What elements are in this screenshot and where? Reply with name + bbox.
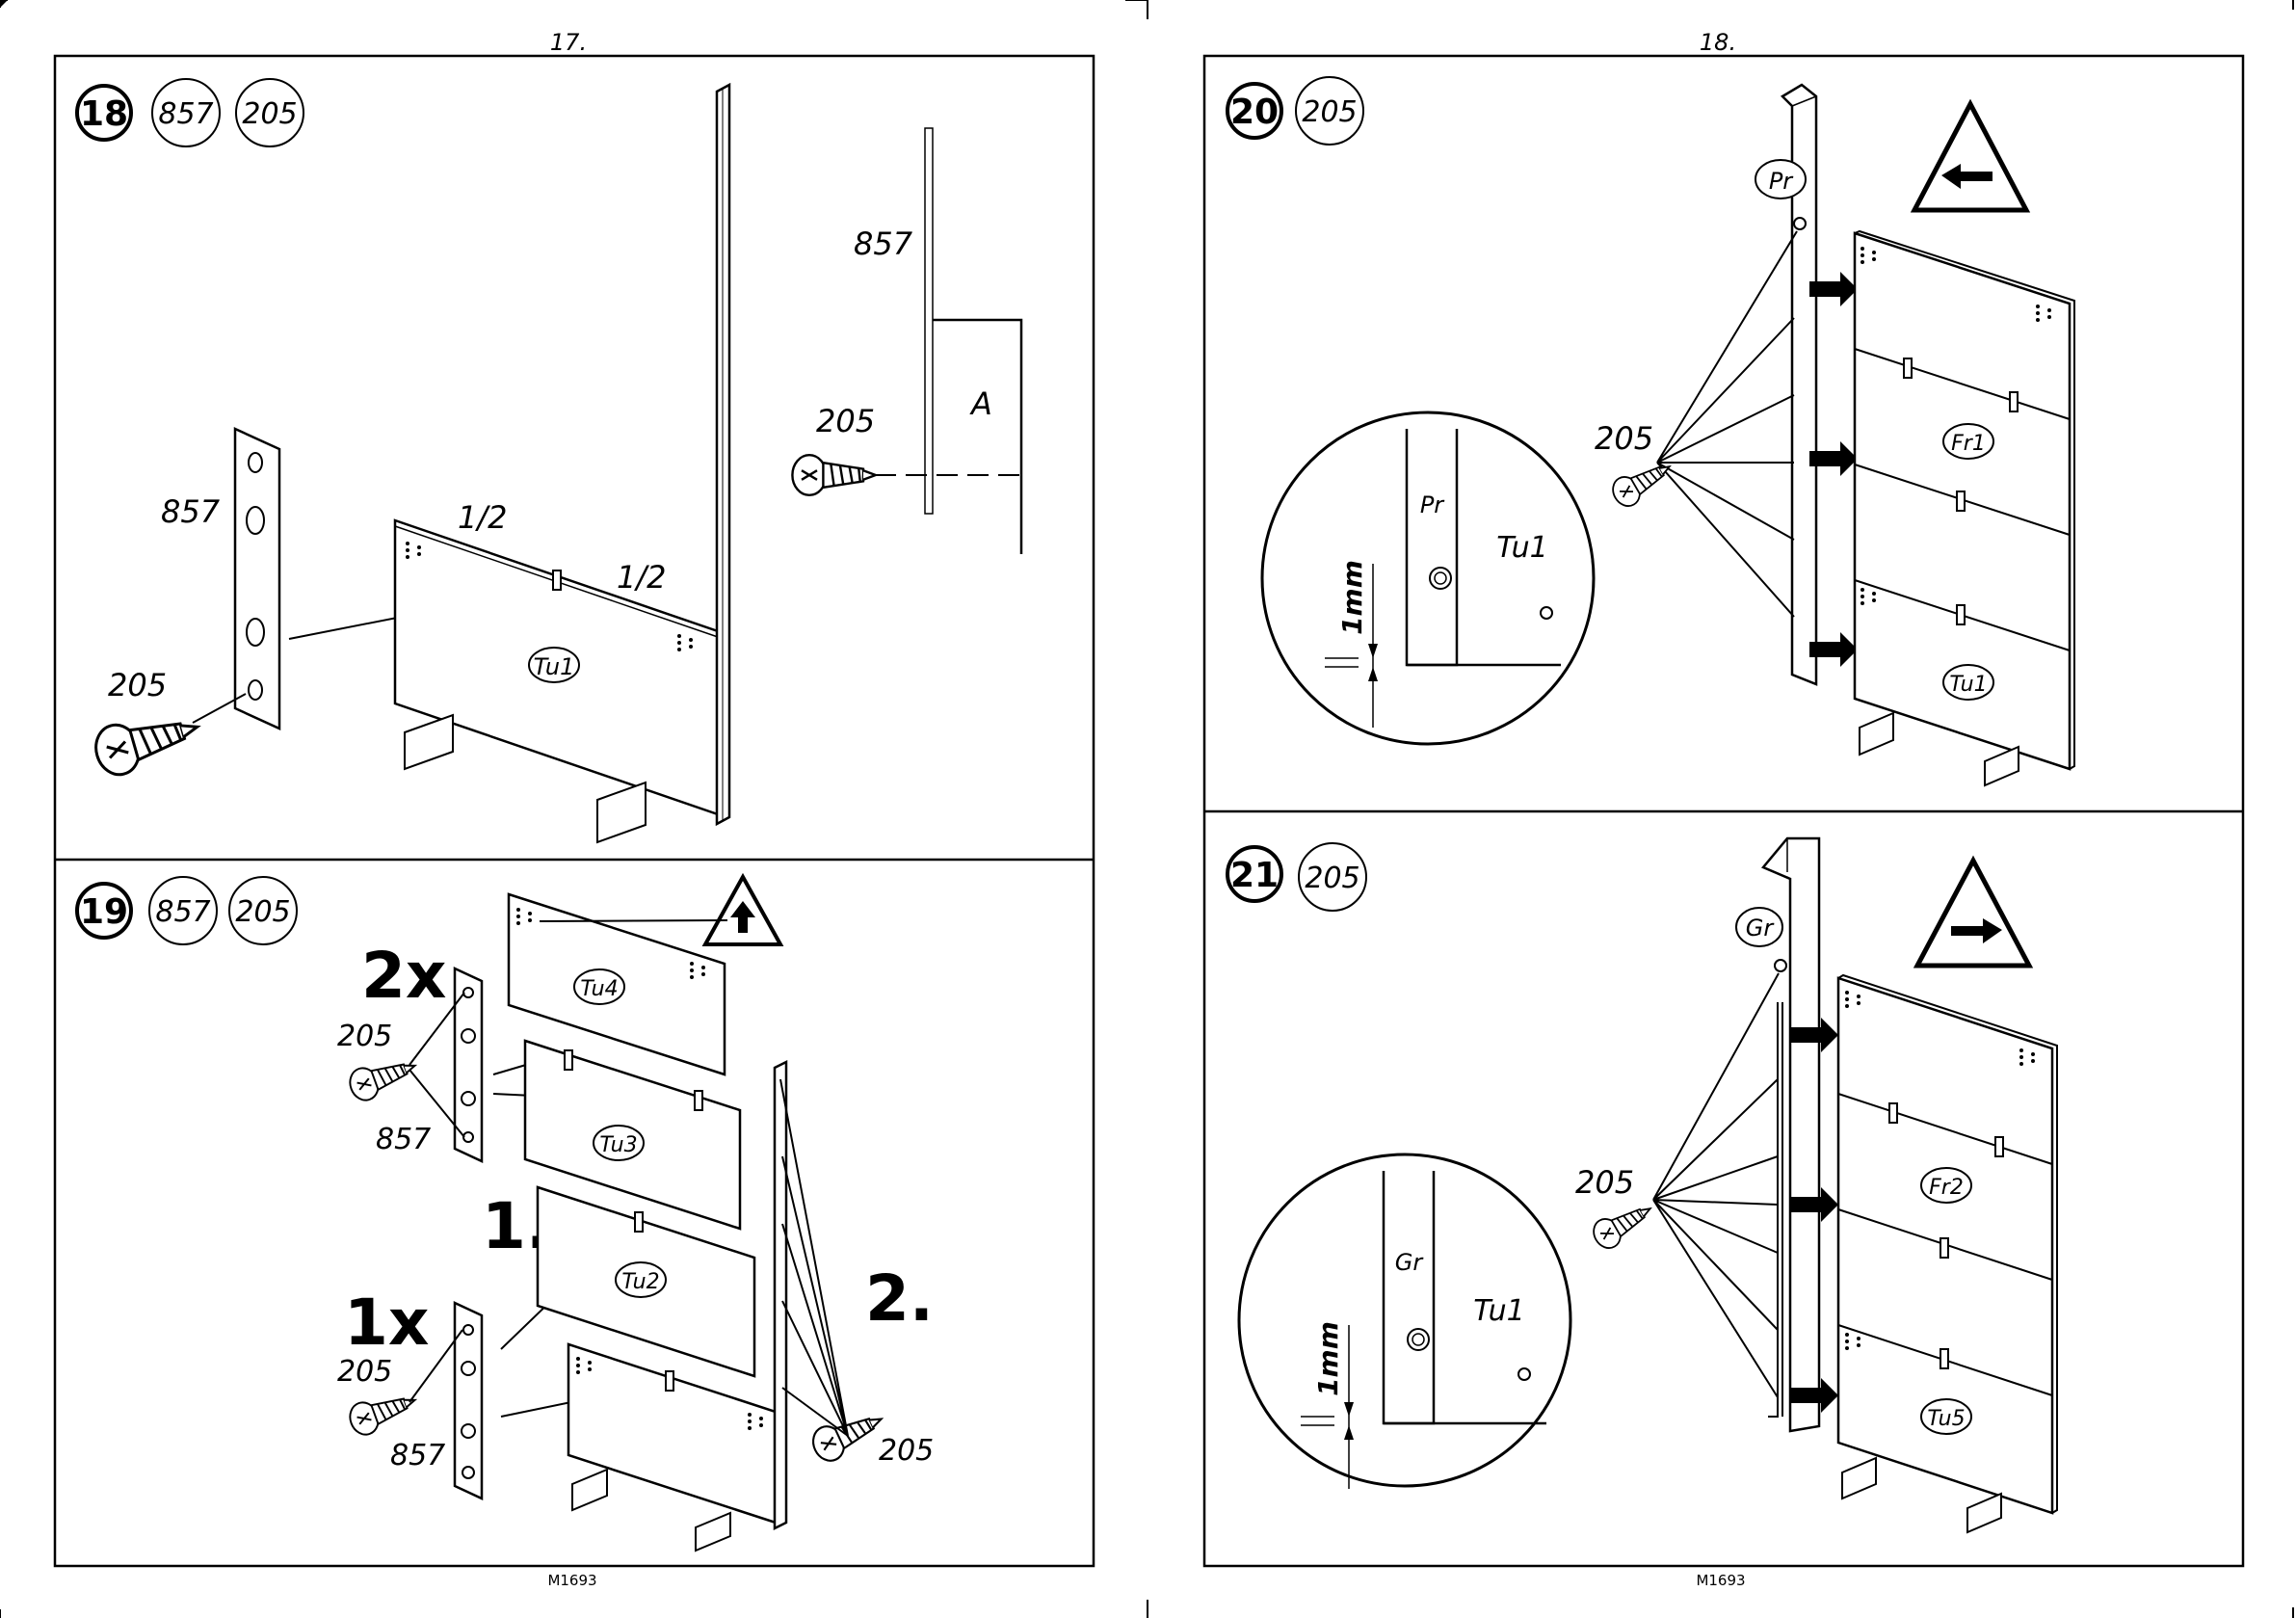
panel-label: Fr1: [1951, 432, 1986, 456]
step-number: 19: [80, 892, 128, 932]
warning-right-arrow-icon: [1917, 861, 2029, 966]
label-205: 205: [1575, 1164, 1634, 1201]
panel-label: Tu3: [599, 1133, 637, 1157]
screw-icon: [346, 1050, 421, 1104]
post-label: Gr: [1746, 915, 1776, 942]
detail-panel-label: Tu1: [1496, 531, 1547, 565]
left-page-frame: [55, 56, 1094, 1566]
part-badge: 205: [235, 895, 290, 929]
detail-post-label: Gr: [1395, 1249, 1425, 1276]
step-20: 20 205 Pr 205 Fr1 Tu1: [1227, 77, 2074, 785]
label-205: 205: [816, 403, 875, 439]
label-205: 205: [1595, 420, 1653, 457]
step-21: 21 205 Gr 205 Fr2 Tu5: [1227, 838, 2057, 1532]
warning-left-arrow-icon: [1914, 104, 2026, 210]
page-number-17: 17.: [550, 29, 587, 56]
half-label: 1/2: [458, 499, 508, 536]
order-label: 2.: [865, 1261, 934, 1336]
panel-label: Tu1: [534, 653, 575, 680]
part-badge: 205: [1305, 862, 1359, 895]
panel-label: Tu4: [580, 977, 618, 1001]
panel-label: Tu2: [621, 1270, 659, 1294]
label-857: 857: [376, 1123, 431, 1156]
half-label: 1/2: [617, 559, 667, 596]
part-badge: 857: [158, 97, 213, 131]
part-badge: 205: [242, 97, 297, 131]
count-label: 2x: [361, 939, 447, 1013]
step-number: 18: [80, 94, 128, 134]
step-number: 20: [1230, 93, 1279, 132]
screw-icon: [1589, 1196, 1658, 1253]
gap-label: 1mm: [1336, 560, 1368, 635]
panel-label: Tu5: [1927, 1407, 1965, 1431]
connector-857-bottom: [455, 1303, 482, 1499]
part-a-label: A: [969, 385, 992, 422]
label-857: 857: [390, 1439, 445, 1472]
step-number: 21: [1230, 856, 1279, 895]
panel-label: Fr2: [1929, 1176, 1964, 1200]
part-badge: 205: [1302, 95, 1357, 129]
step-18: 18 857 205 857 205 1/2 1/2 Tu1 857: [77, 79, 1021, 842]
label-857: 857: [854, 225, 913, 262]
detail-panel-label: Tu1: [1473, 1294, 1524, 1328]
detail-post-label: Pr: [1420, 491, 1445, 518]
label-205: 205: [879, 1434, 934, 1468]
gap-label: 1mm: [1312, 1321, 1344, 1396]
panel-label: Tu1: [1949, 673, 1987, 697]
post-label: Pr: [1769, 168, 1794, 195]
footer-code-left: M1693: [547, 1572, 596, 1589]
screw-icon: [91, 703, 204, 780]
post: [775, 1062, 786, 1528]
connector-857: [235, 429, 279, 729]
screw-icon: [792, 455, 875, 495]
label-205: 205: [337, 1020, 392, 1053]
label-205: 205: [337, 1355, 392, 1389]
part-badge: 857: [155, 895, 210, 929]
footer-code-right: M1693: [1696, 1572, 1745, 1589]
detail-circle: [1262, 412, 1594, 744]
label-857: 857: [161, 493, 221, 530]
step-19: 19 857 205 2x 1x 1. 2. 205 857 205 857 2…: [77, 877, 934, 1551]
screw-icon: [346, 1385, 421, 1439]
count-label: 1x: [344, 1286, 430, 1360]
page-number-18: 18.: [1700, 29, 1736, 56]
label-205: 205: [108, 667, 167, 703]
